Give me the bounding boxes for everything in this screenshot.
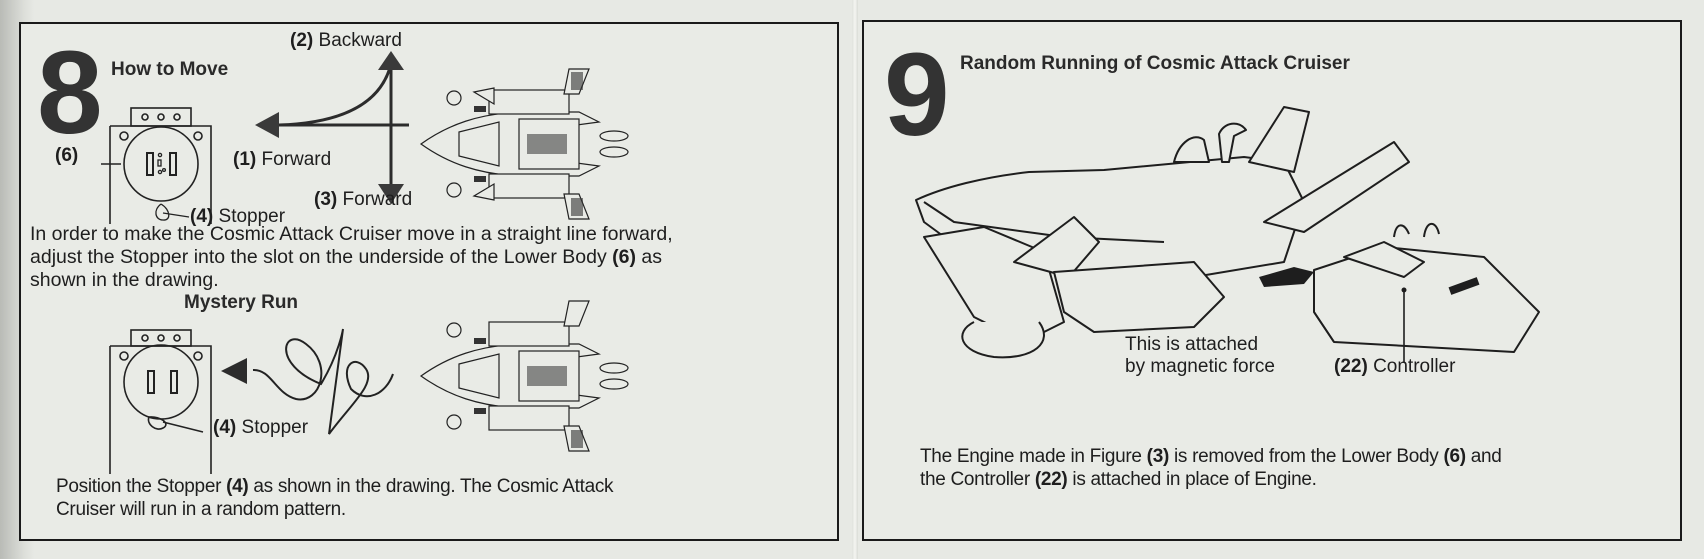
step-8-panel: 8 How to Move (6) (4) Sto xyxy=(19,22,839,541)
random-path-squiggle xyxy=(221,328,394,435)
backward-arrowhead xyxy=(378,51,404,70)
controller-callout: (22) Controller xyxy=(1334,356,1456,377)
backward-label: (2) Backward xyxy=(290,30,402,51)
forward-3-label: (3) Forward xyxy=(314,189,413,210)
lower-body-ref-label: (6) xyxy=(55,145,79,166)
instruction-controller: The Engine made in Figure (3) is removed… xyxy=(920,446,1502,490)
mystery-arrowhead xyxy=(221,358,247,384)
direction-arrows xyxy=(255,51,409,204)
cruiser-with-controller-illustration xyxy=(915,106,1540,362)
cruiser-top-view-illustration xyxy=(419,68,629,220)
cruiser-top-view-illustration-2 xyxy=(419,300,629,452)
lower-body-diagram-straight xyxy=(101,107,212,224)
step-number: 8 xyxy=(37,27,103,159)
mystery-stopper-label: (4) Stopper xyxy=(213,417,309,438)
instruction-mystery-run: Position the Stopper (4) as shown in the… xyxy=(56,476,614,520)
step-9-panel: 9 Random Running of Cosmic Attack Cruise… xyxy=(862,20,1682,541)
forward-1-label: (1) Forward xyxy=(233,149,332,170)
page-gutter xyxy=(852,0,858,559)
forward-down-arrowhead xyxy=(378,184,404,204)
stopper-label: (4) Stopper xyxy=(190,206,285,228)
step-title: How to Move xyxy=(111,59,229,80)
lower-body-diagram-mystery xyxy=(109,329,212,474)
stopper-ref: (4) xyxy=(190,206,214,227)
step-title: Random Running of Cosmic Attack Cruiser xyxy=(960,53,1350,74)
forward-left-arrowhead xyxy=(255,112,279,138)
stopper-text: Stopper xyxy=(218,206,286,227)
instruction-straight: In order to make the Cosmic Attack Cruis… xyxy=(30,223,673,291)
magnet-callout: This is attached by magnetic force xyxy=(1125,334,1275,377)
step-number: 9 xyxy=(884,29,950,161)
mystery-run-title: Mystery Run xyxy=(184,292,299,313)
